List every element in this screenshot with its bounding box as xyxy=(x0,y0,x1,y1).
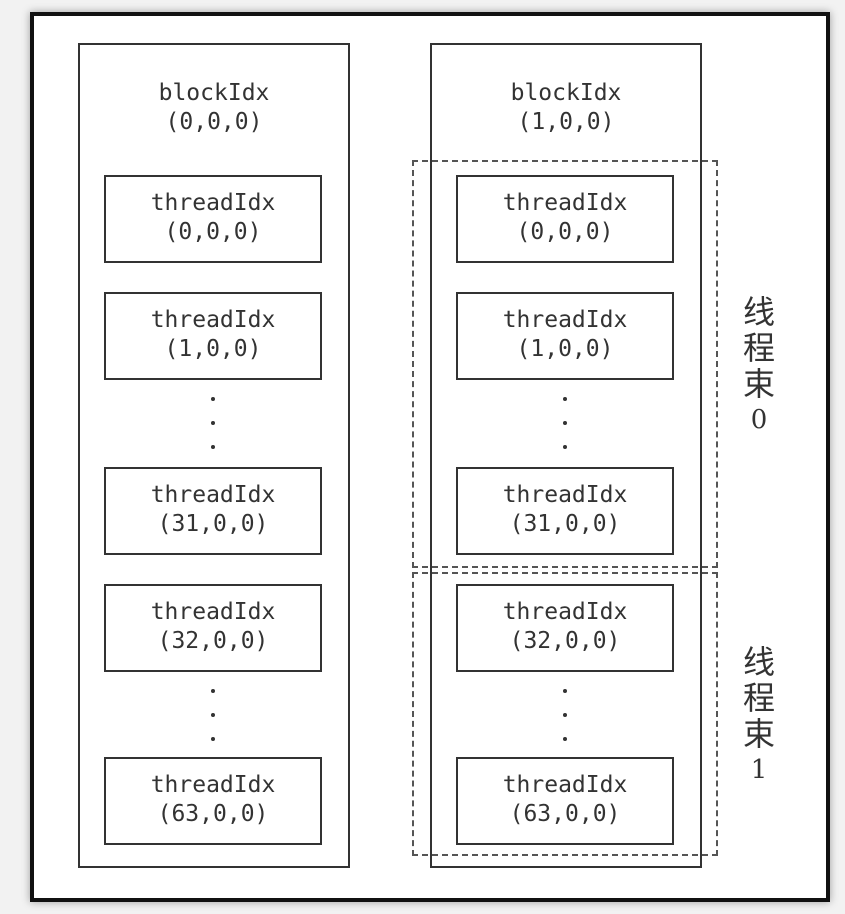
thread-label-name: threadIdx xyxy=(502,307,628,333)
block-0: blockIdx (0,0,0) threadIdx (0,0,0) threa… xyxy=(78,43,350,868)
warp-label-char: 线 xyxy=(742,643,775,681)
thread-box: threadIdx (31,0,0) xyxy=(104,467,322,555)
thread-label-name: threadIdx xyxy=(502,772,628,798)
thread-box: threadIdx (31,0,0) xyxy=(456,467,674,555)
thread-box: threadIdx (32,0,0) xyxy=(104,584,322,672)
thread-label-value: (32,0,0) xyxy=(509,628,621,654)
ellipsis-vertical xyxy=(203,397,223,469)
thread-label-name: threadIdx xyxy=(150,772,276,798)
thread-label-name: threadIdx xyxy=(502,482,628,508)
block-label-value: (0,0,0) xyxy=(165,109,263,135)
block-label-value: (1,0,0) xyxy=(517,109,615,135)
thread-label-name: threadIdx xyxy=(150,307,276,333)
warp-0-group xyxy=(412,160,718,568)
block-label-name: blockIdx xyxy=(510,80,622,106)
thread-box: threadIdx (63,0,0) xyxy=(104,757,322,845)
thread-label-name: threadIdx xyxy=(150,482,276,508)
block-1-label: blockIdx (1,0,0) xyxy=(432,79,700,137)
thread-label-value: (31,0,0) xyxy=(157,511,269,537)
diagram-frame: blockIdx (0,0,0) threadIdx (0,0,0) threa… xyxy=(30,12,830,902)
block-label-name: blockIdx xyxy=(158,80,270,106)
warp-label-char: 程 xyxy=(742,679,775,717)
thread-label-value: (63,0,0) xyxy=(509,801,621,827)
ellipsis-vertical xyxy=(555,689,575,761)
thread-label-name: threadIdx xyxy=(502,599,628,625)
thread-box: threadIdx (0,0,0) xyxy=(104,175,322,263)
thread-box: threadIdx (0,0,0) xyxy=(456,175,674,263)
warp-label-char: 程 xyxy=(742,329,775,367)
thread-label-value: (0,0,0) xyxy=(164,219,262,245)
warp-label-index: 0 xyxy=(750,405,768,435)
thread-label-value: (32,0,0) xyxy=(157,628,269,654)
warp-1-label: 线 程 束 1 xyxy=(734,644,784,788)
warp-label-char: 束 xyxy=(742,715,775,753)
block-1: blockIdx (1,0,0) threadIdx (0,0,0) threa… xyxy=(430,43,702,868)
thread-box: threadIdx (32,0,0) xyxy=(456,584,674,672)
thread-label-name: threadIdx xyxy=(502,190,628,216)
thread-label-value: (31,0,0) xyxy=(509,511,621,537)
ellipsis-vertical xyxy=(203,689,223,761)
warp-label-index: 1 xyxy=(750,755,768,785)
thread-label-name: threadIdx xyxy=(150,190,276,216)
warp-1-group xyxy=(412,572,718,856)
warp-0-label: 线 程 束 0 xyxy=(734,294,784,438)
warp-label-char: 束 xyxy=(742,365,775,403)
thread-box: threadIdx (63,0,0) xyxy=(456,757,674,845)
warp-label-char: 线 xyxy=(742,293,775,331)
thread-label-name: threadIdx xyxy=(150,599,276,625)
thread-label-value: (0,0,0) xyxy=(516,219,614,245)
thread-box: threadIdx (1,0,0) xyxy=(104,292,322,380)
thread-box: threadIdx (1,0,0) xyxy=(456,292,674,380)
ellipsis-vertical xyxy=(555,397,575,469)
block-0-label: blockIdx (0,0,0) xyxy=(80,79,348,137)
thread-label-value: (63,0,0) xyxy=(157,801,269,827)
thread-label-value: (1,0,0) xyxy=(516,336,614,362)
thread-label-value: (1,0,0) xyxy=(164,336,262,362)
